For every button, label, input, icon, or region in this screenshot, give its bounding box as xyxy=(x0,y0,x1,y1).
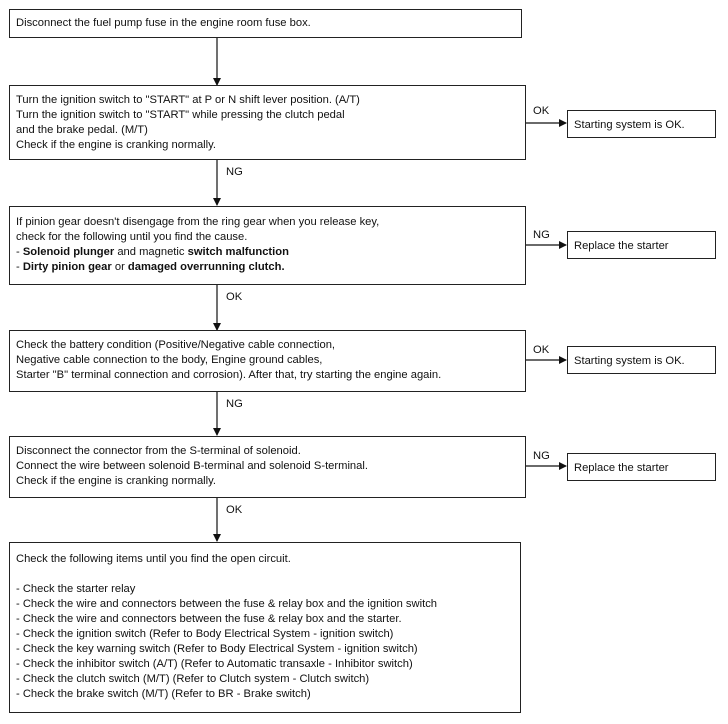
step-1-line: Disconnect the fuel pump fuse in the eng… xyxy=(16,16,515,31)
step-6-line: - Check the key warning switch (Refer to… xyxy=(16,642,514,657)
step-6-line: Check the following items until you find… xyxy=(16,552,514,567)
step-text: Turn the ignition switch to "START" whil… xyxy=(16,109,345,121)
step-text: Disconnect the fuel pump fuse in the eng… xyxy=(16,17,311,29)
step-2-line: Check if the engine is cranking normally… xyxy=(16,138,519,153)
step-box-1: Disconnect the fuel pump fuse in the eng… xyxy=(9,9,522,38)
step-text: Check if the engine is cranking normally… xyxy=(16,139,217,151)
step-text: Turn the ignition switch to "START" at P… xyxy=(16,94,360,106)
result-box-starting-ok-1: Starting system is OK. xyxy=(567,110,716,138)
step-3-line: - Solenoid plunger and magnetic switch m… xyxy=(16,245,519,260)
step-6-line xyxy=(16,567,514,582)
step-text: - Check the brake switch (M/T) (Refer to… xyxy=(16,688,311,700)
step-4-line: Negative cable connection to the body, E… xyxy=(16,353,519,368)
step-text: or xyxy=(111,261,128,273)
step-text: Connect the wire between solenoid B-term… xyxy=(16,460,368,472)
step-6-line: - Check the clutch switch (M/T) (Refer t… xyxy=(16,672,514,687)
result-box-replace-starter-2: Replace the starter xyxy=(567,453,716,481)
down-label-3: OK xyxy=(226,291,243,303)
step-box-2: Turn the ignition switch to "START" at P… xyxy=(9,85,526,160)
emphasis-text: damaged overrunning clutch. xyxy=(127,261,285,273)
step-box-5: Disconnect the connector from the S-term… xyxy=(9,436,526,498)
step-text: and the brake pedal. (M/T) xyxy=(16,124,148,136)
step-6-line: - Check the inhibitor switch (A/T) (Refe… xyxy=(16,657,514,672)
emphasis-text: Solenoid plunger xyxy=(22,246,115,258)
down-label-2: NG xyxy=(226,166,243,178)
step-6-line: - Check the wire and connectors between … xyxy=(16,612,514,627)
step-text: Disconnect the connector from the S-term… xyxy=(16,445,301,457)
step-2-line: and the brake pedal. (M/T) xyxy=(16,123,519,138)
step-text: check for the following until you find t… xyxy=(16,231,248,243)
step-box-6: Check the following items until you find… xyxy=(9,542,521,713)
step-box-3: If pinion gear doesn't disengage from th… xyxy=(9,206,526,285)
down-label-5: OK xyxy=(226,504,243,516)
step-2-line: Turn the ignition switch to "START" at P… xyxy=(16,93,519,108)
emphasis-text: Dirty pinion gear xyxy=(22,261,112,273)
step-text: - Check the wire and connectors between … xyxy=(16,598,438,610)
side-label-4: NG xyxy=(533,450,550,462)
step-3-line: - Dirty pinion gear or damaged overrunni… xyxy=(16,260,519,275)
step-text: Check the following items until you find… xyxy=(16,553,291,565)
step-3-line: If pinion gear doesn't disengage from th… xyxy=(16,215,519,230)
step-4-line: Starter "B" terminal connection and corr… xyxy=(16,368,519,383)
step-text: and magnetic xyxy=(114,246,188,258)
down-label-4: NG xyxy=(226,398,243,410)
step-6-line: - Check the wire and connectors between … xyxy=(16,597,514,612)
side-label-2: NG xyxy=(533,229,550,241)
step-text: - Check the ignition switch (Refer to Bo… xyxy=(16,628,394,640)
step-text: Starter "B" terminal connection and corr… xyxy=(16,369,442,381)
step-6-line: - Check the starter relay xyxy=(16,582,514,597)
step-6-line: - Check the ignition switch (Refer to Bo… xyxy=(16,627,514,642)
step-text: - Check the key warning switch (Refer to… xyxy=(16,643,418,655)
step-2-line: Turn the ignition switch to "START" whil… xyxy=(16,108,519,123)
result-box-starting-ok-2: Starting system is OK. xyxy=(567,346,716,374)
emphasis-text: switch malfunction xyxy=(187,246,289,258)
step-text: If pinion gear doesn't disengage from th… xyxy=(16,216,380,228)
step-5-line: Disconnect the connector from the S-term… xyxy=(16,444,519,459)
step-text: - xyxy=(16,261,23,273)
step-text: Check if the engine is cranking normally… xyxy=(16,475,217,487)
step-text: - Check the inhibitor switch (A/T) (Refe… xyxy=(16,658,413,670)
step-3-line: check for the following until you find t… xyxy=(16,230,519,245)
side-label-1: OK xyxy=(533,105,550,117)
step-5-line: Connect the wire between solenoid B-term… xyxy=(16,459,519,474)
step-text: - Check the wire and connectors between … xyxy=(16,613,402,625)
step-text: - Check the clutch switch (M/T) (Refer t… xyxy=(16,673,370,685)
step-4-line: Check the battery condition (Positive/Ne… xyxy=(16,338,519,353)
step-text: - Check the starter relay xyxy=(16,583,136,595)
step-text: - xyxy=(16,246,23,258)
step-6-line: - Check the brake switch (M/T) (Refer to… xyxy=(16,687,514,702)
step-5-line: Check if the engine is cranking normally… xyxy=(16,474,519,489)
step-text: Check the battery condition (Positive/Ne… xyxy=(16,339,336,351)
side-label-3: OK xyxy=(533,344,550,356)
step-text: Negative cable connection to the body, E… xyxy=(16,354,323,366)
step-box-4: Check the battery condition (Positive/Ne… xyxy=(9,330,526,392)
result-box-replace-starter-1: Replace the starter xyxy=(567,231,716,259)
